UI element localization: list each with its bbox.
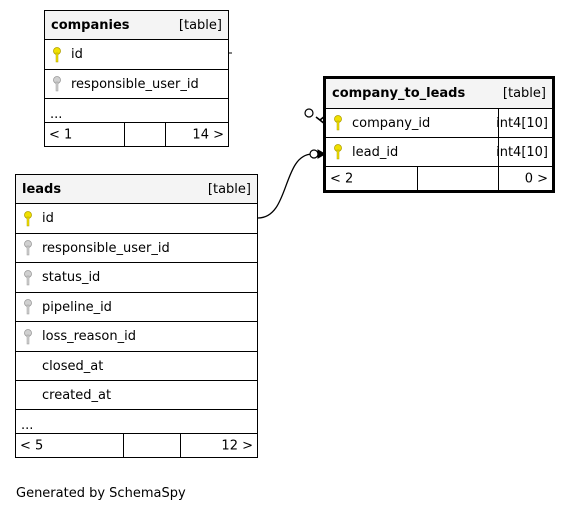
parents-count[interactable]: < 5 — [20, 438, 44, 453]
column-row-id[interactable]: id — [45, 40, 228, 70]
footer-divider — [124, 123, 125, 146]
foreign-key-icon — [23, 240, 33, 256]
column-row-loss-reason-id[interactable]: loss_reason_id — [16, 322, 257, 352]
footer-divider — [180, 434, 181, 457]
table-kind: [table] — [207, 181, 251, 197]
column-type: int4[10] — [496, 115, 548, 131]
leads-table[interactable]: leads [table] id responsible_user_id sta… — [15, 174, 258, 458]
parents-count[interactable]: < 1 — [49, 127, 73, 142]
foreign-key-icon — [23, 328, 33, 345]
column-name: closed_at — [42, 358, 104, 374]
column-name: id — [42, 211, 54, 226]
footer-divider — [165, 123, 166, 146]
optional-marker-lead-id — [309, 149, 319, 159]
optional-marker-company-id — [304, 108, 314, 118]
type-divider — [498, 109, 499, 137]
footer-divider — [417, 167, 418, 190]
column-row-closed-at[interactable]: closed_at — [16, 352, 257, 381]
parents-count[interactable]: < 2 — [330, 171, 354, 186]
type-divider — [498, 138, 499, 166]
table-name: company_to_leads — [332, 86, 466, 101]
footer-divider — [498, 167, 499, 190]
column-row-created-at[interactable]: created_at — [16, 381, 257, 410]
table-footer: < 2 0 > — [326, 167, 552, 190]
crowsfoot-lead-id — [317, 149, 327, 159]
column-name: status_id — [42, 270, 101, 285]
primary-key-icon — [52, 46, 62, 63]
companies-table-header[interactable]: companies [table] — [45, 11, 228, 40]
foreign-key-icon — [23, 269, 33, 286]
column-row-id[interactable]: id — [16, 204, 257, 234]
column-row-status-id[interactable]: status_id — [16, 263, 257, 293]
more-columns-indicator: ... — [16, 410, 257, 434]
company-to-leads-table[interactable]: company_to_leads [table] company_id int4… — [323, 76, 555, 193]
generated-by-label: Generated by SchemaSpy — [16, 486, 186, 501]
column-name: responsible_user_id — [71, 76, 199, 92]
more-columns-indicator: ... — [45, 99, 228, 123]
children-count[interactable]: 0 > — [524, 171, 548, 186]
leads-table-header[interactable]: leads [table] — [16, 175, 257, 204]
column-name: lead_id — [352, 144, 399, 160]
companies-table[interactable]: companies [table] id responsible_user_id… — [44, 10, 229, 147]
primary-key-icon — [333, 144, 343, 160]
table-name: leads — [22, 181, 62, 197]
column-type: int4[10] — [496, 144, 548, 160]
column-name: loss_reason_id — [42, 329, 136, 344]
column-row-responsible-user-id[interactable]: responsible_user_id — [45, 70, 228, 99]
column-row-lead-id[interactable]: lead_id int4[10] — [326, 138, 552, 167]
primary-key-icon — [333, 115, 343, 131]
column-name: id — [71, 47, 83, 62]
footer-divider — [123, 434, 124, 457]
company-to-leads-table-header[interactable]: company_to_leads [table] — [326, 79, 552, 109]
column-row-responsible-user-id[interactable]: responsible_user_id — [16, 234, 257, 263]
column-row-pipeline-id[interactable]: pipeline_id — [16, 293, 257, 322]
column-name: company_id — [352, 115, 431, 131]
primary-key-icon — [23, 210, 33, 227]
column-name: responsible_user_id — [42, 240, 170, 256]
table-kind: [table] — [502, 86, 546, 101]
children-count[interactable]: 12 > — [221, 438, 253, 453]
table-kind: [table] — [178, 17, 222, 33]
foreign-key-icon — [52, 76, 62, 92]
foreign-key-icon — [23, 299, 33, 315]
children-count[interactable]: 14 > — [192, 127, 224, 142]
column-name: pipeline_id — [42, 299, 112, 315]
table-footer: < 1 14 > — [45, 123, 228, 146]
connector-leads-id-to-lead-id — [257, 153, 313, 219]
table-footer: < 5 12 > — [16, 434, 257, 457]
column-row-company-id[interactable]: company_id int4[10] — [326, 109, 552, 138]
column-name: created_at — [42, 387, 112, 403]
table-name: companies — [51, 17, 130, 33]
